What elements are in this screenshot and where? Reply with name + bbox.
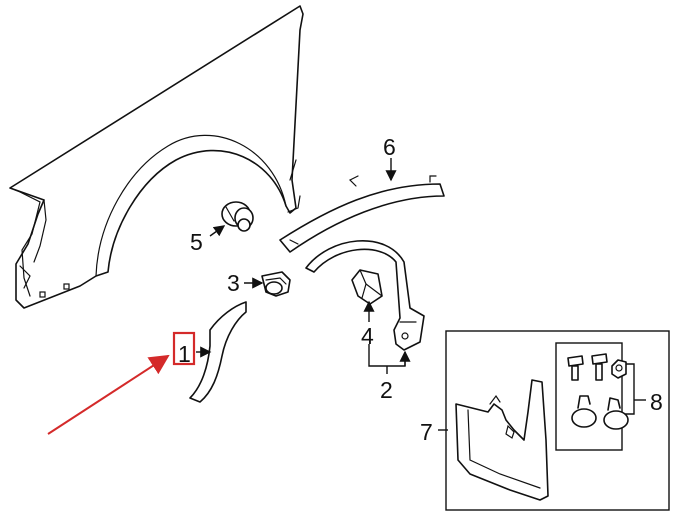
arch-liner-part-2 xyxy=(305,240,425,351)
highlight-box xyxy=(172,331,196,366)
callout-4: 4 xyxy=(361,323,374,349)
bolt-icon xyxy=(567,355,584,381)
mud-flap-kit-box xyxy=(445,330,670,511)
fender-panel xyxy=(9,5,304,309)
callout-labels: 1 2 3 4 5 6 7 8 xyxy=(178,134,663,445)
retainer-part-4 xyxy=(351,269,383,305)
push-clip-part-5 xyxy=(221,201,254,232)
trim-strip-part-1 xyxy=(189,301,247,403)
clamp-icon xyxy=(603,397,629,430)
callout-6: 6 xyxy=(383,134,396,160)
bolt-icon xyxy=(591,353,608,381)
callout-2: 2 xyxy=(380,377,393,403)
leader-lines xyxy=(196,158,646,431)
callout-8: 8 xyxy=(650,389,663,415)
clamp-icon xyxy=(571,395,597,428)
callout-5: 5 xyxy=(190,229,203,255)
hardware-box xyxy=(555,342,629,451)
molding-part-6 xyxy=(279,175,445,253)
callout-7: 7 xyxy=(420,419,433,445)
callout-1: 1 xyxy=(178,341,191,367)
callout-3: 3 xyxy=(227,270,240,296)
red-arrow-icon xyxy=(47,354,170,435)
nut-icon xyxy=(611,359,627,379)
screw-part-3 xyxy=(261,271,291,297)
